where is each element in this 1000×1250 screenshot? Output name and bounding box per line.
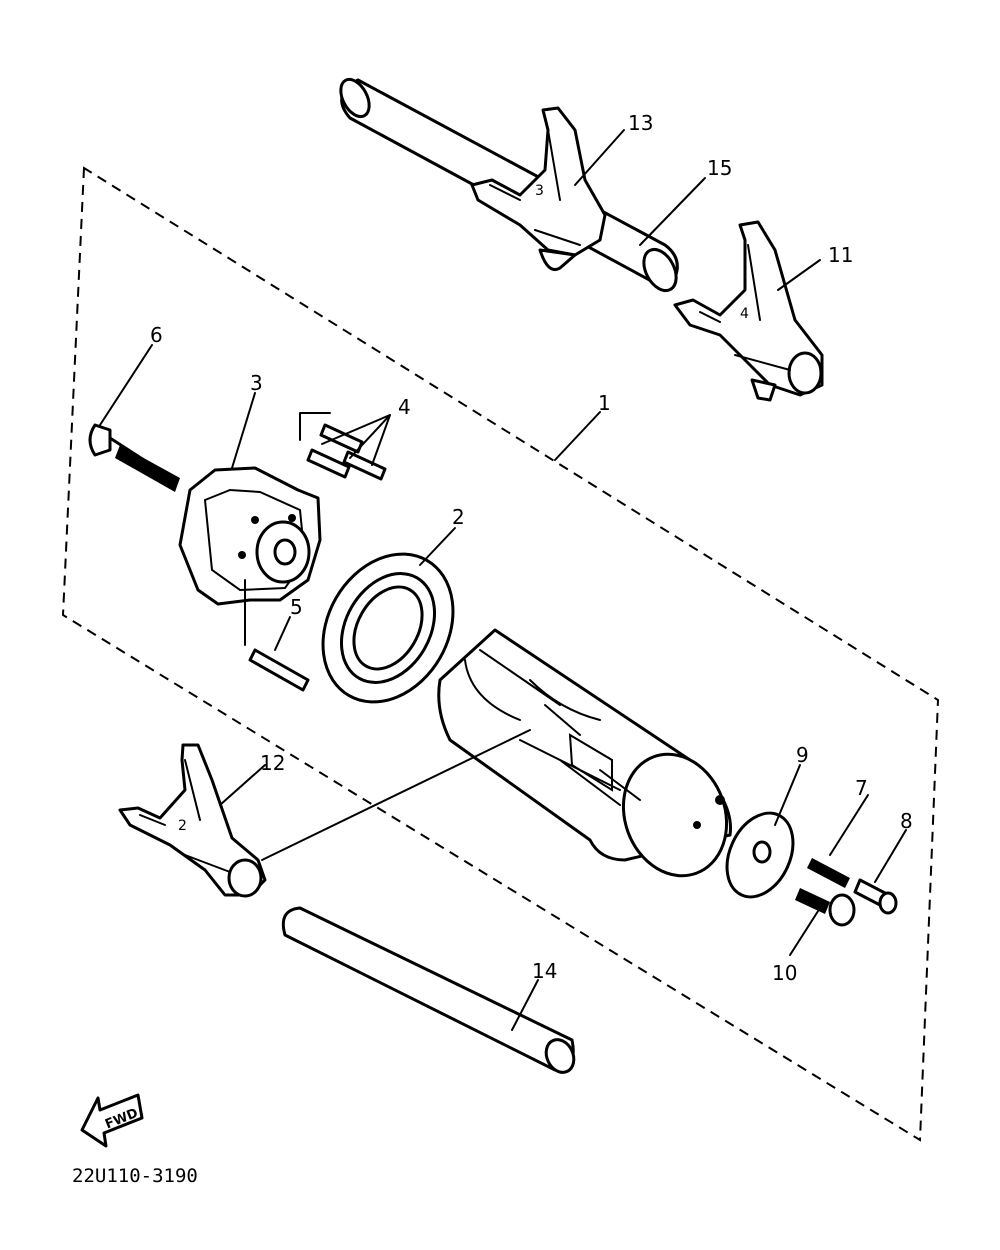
leader-fork12-drum bbox=[261, 729, 531, 861]
part-10-plug-bolt bbox=[795, 888, 856, 927]
callout-12: 12 bbox=[260, 751, 285, 775]
assembly-1-boundary bbox=[61, 166, 940, 1142]
part-11-shift-fork: 4 bbox=[673, 220, 824, 402]
callout-13: 13 bbox=[628, 111, 653, 135]
part-14-fork-shaft bbox=[281, 906, 576, 1074]
fwd-arrow-icon: FWD bbox=[80, 1093, 144, 1148]
callout-7: 7 bbox=[855, 776, 868, 800]
svg-text:3: 3 bbox=[535, 183, 544, 199]
callout-8: 8 bbox=[900, 809, 913, 833]
part-2-bearing bbox=[321, 552, 455, 704]
part-12-shift-fork: 2 bbox=[118, 743, 267, 898]
callout-10: 10 bbox=[772, 961, 797, 985]
callout-15: 15 bbox=[707, 156, 732, 180]
drawing-code: 22U110-3190 bbox=[72, 1165, 198, 1187]
leader-6 bbox=[99, 344, 153, 426]
leader-2 bbox=[419, 527, 456, 566]
part-4-pins bbox=[299, 412, 387, 481]
leader-5 bbox=[274, 616, 291, 651]
callout-1: 1 bbox=[598, 391, 611, 415]
callout-5: 5 bbox=[290, 595, 303, 619]
leader-11 bbox=[777, 259, 821, 291]
part-7-spring bbox=[807, 858, 850, 888]
svg-text:2: 2 bbox=[178, 818, 187, 834]
leader-9 bbox=[774, 764, 801, 826]
callout-6: 6 bbox=[150, 323, 163, 347]
callout-4: 4 bbox=[398, 395, 411, 419]
leader-13 bbox=[574, 129, 625, 186]
leader-3 bbox=[231, 392, 256, 469]
callout-2: 2 bbox=[452, 505, 465, 529]
leader-12 bbox=[219, 764, 266, 806]
leader-8 bbox=[874, 829, 907, 883]
leader-1 bbox=[554, 411, 601, 461]
callout-3: 3 bbox=[250, 371, 263, 395]
part-9-washer bbox=[725, 811, 795, 899]
callout-14: 14 bbox=[532, 959, 557, 983]
part-8-detent-pin bbox=[853, 878, 898, 915]
svg-text:4: 4 bbox=[740, 306, 749, 322]
part-5-pin bbox=[244, 579, 310, 692]
part-6-screw bbox=[88, 423, 180, 492]
part-3-shift-segment bbox=[178, 466, 322, 606]
leader-7 bbox=[829, 794, 869, 856]
leader-10 bbox=[789, 907, 821, 956]
part-shift-drum bbox=[437, 628, 732, 878]
leader-14 bbox=[511, 979, 539, 1031]
part-13-shift-fork: 3 bbox=[470, 106, 607, 271]
callout-11: 11 bbox=[828, 243, 853, 267]
part-15-fork-shaft bbox=[339, 77, 679, 293]
leader-15 bbox=[639, 177, 706, 246]
callout-9: 9 bbox=[796, 743, 809, 767]
leader-4 bbox=[321, 414, 391, 466]
